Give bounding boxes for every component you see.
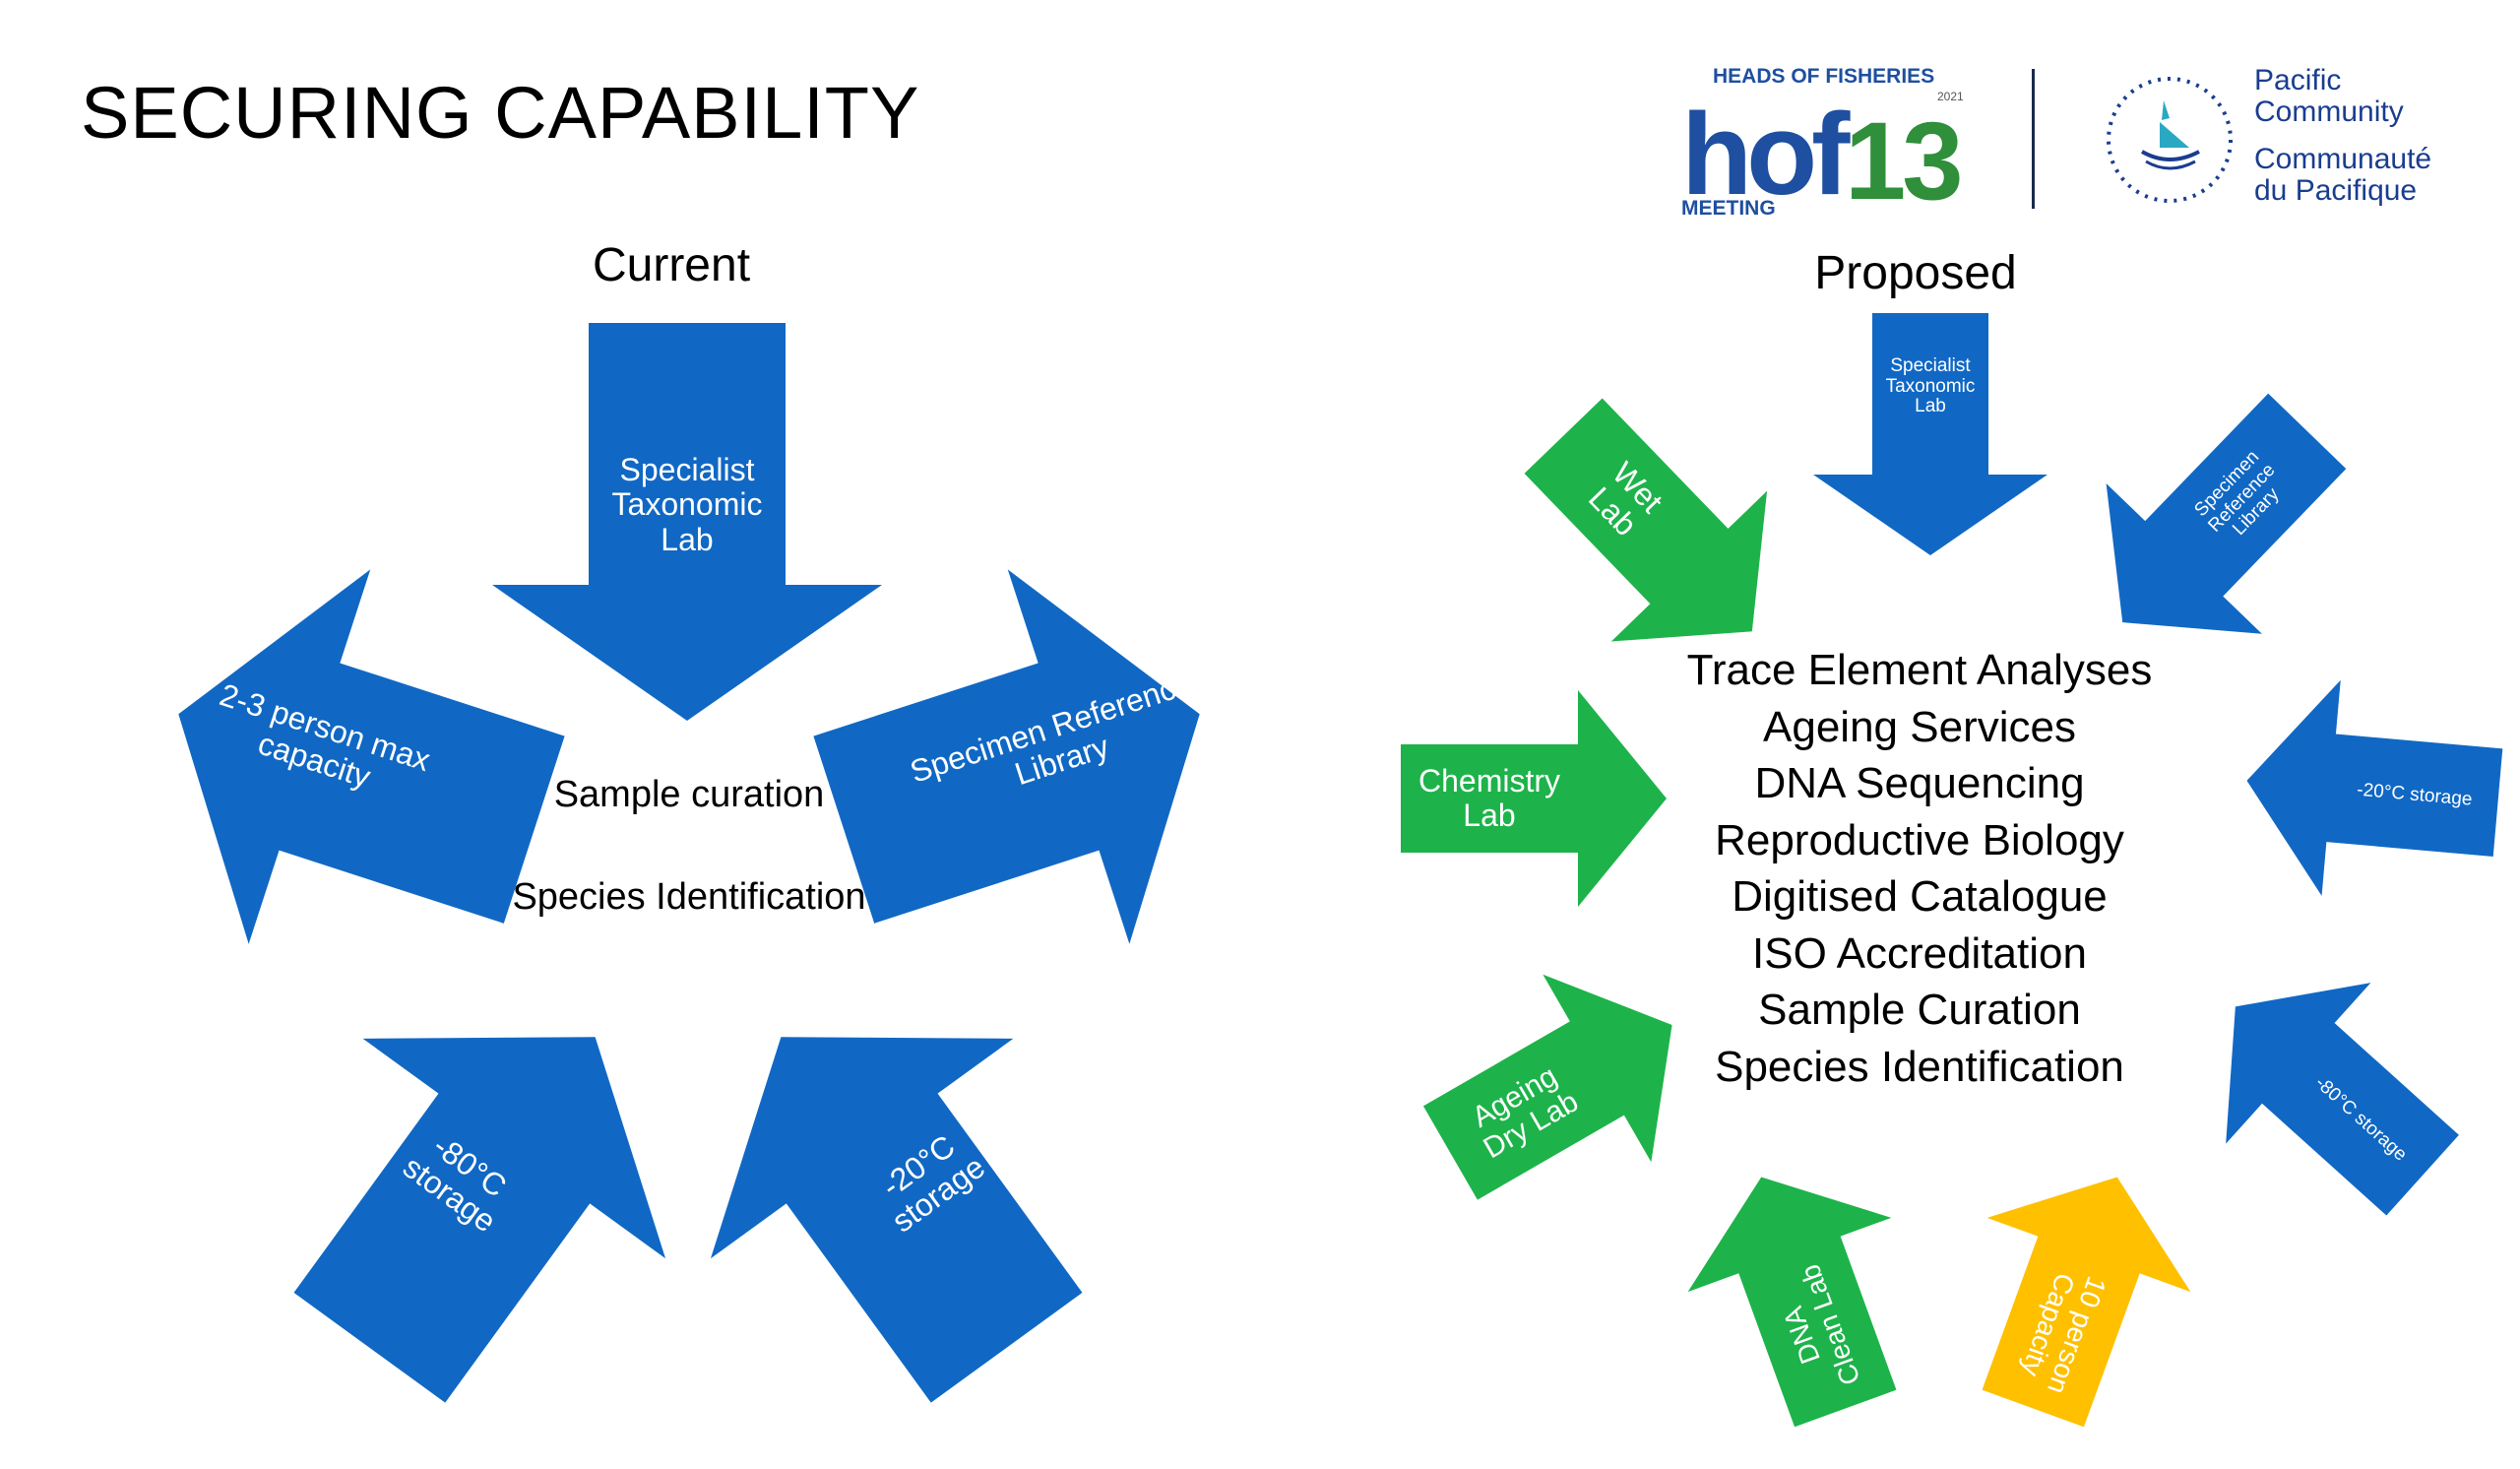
proposed-arrow-wet-lab: Wet Lab bbox=[1485, 360, 1830, 706]
proposed-arrow-10-person-capacity: 10 person Capacity bbox=[1931, 1140, 2219, 1445]
hof-logo-13-text: 13 bbox=[1845, 99, 1960, 221]
proposed-heading: Proposed bbox=[1814, 247, 2017, 299]
service-item: Trace Element Analyses bbox=[1686, 646, 2153, 694]
spc-name-fr-2: du Pacifique bbox=[2254, 174, 2418, 207]
proposed-arrow-dna-clean-lab: DNA Clean Lab bbox=[1660, 1140, 1947, 1445]
spc-logo: Pacific Community Communauté du Pacifiqu… bbox=[2105, 61, 2459, 219]
service-item: Ageing Services bbox=[1763, 702, 2076, 751]
slide-title: SECURING CAPABILITY bbox=[81, 72, 920, 154]
spc-emblem-icon bbox=[2107, 77, 2233, 203]
current-center-line2: Species Identification bbox=[512, 876, 866, 918]
hof-logo-bottom-text: MEETING bbox=[1681, 197, 1776, 220]
proposed-arrow-taxonomic-lab: Specialist Taxonomic Lab bbox=[1813, 313, 2048, 555]
service-item: Sample Curation bbox=[1758, 986, 2081, 1034]
proposed-arrow-minus20-storage: -20°C storage bbox=[2237, 672, 2507, 910]
proposed-arrow-minus80-storage: -80°C storage bbox=[2163, 926, 2494, 1256]
current-arrow-person-capacity bbox=[117, 527, 595, 1017]
current-arrow-minus80-storage bbox=[219, 927, 747, 1458]
current-arrow-minus20-storage bbox=[630, 927, 1159, 1458]
current-arrow-label: Specialist Taxonomic Lab bbox=[611, 452, 763, 557]
proposed-services-list: Trace Element Analyses Ageing Services D… bbox=[1664, 642, 2175, 1095]
hof13-logo: HEADS OF FISHERIES 2021 hof 13 MEETING bbox=[1679, 61, 1979, 223]
current-heading: Current bbox=[592, 239, 751, 291]
service-item: ISO Accreditation bbox=[1752, 928, 2087, 978]
current-arrow-specimen-library bbox=[783, 527, 1260, 1017]
current-center-line1: Sample curation bbox=[553, 774, 825, 815]
proposed-arrow-label: Specialist Taxonomic Lab bbox=[1885, 354, 1976, 417]
current-arrow-taxonomic-lab: Specialist Taxonomic Lab bbox=[492, 323, 882, 721]
hof-logo-top-text: HEADS OF FISHERIES bbox=[1713, 65, 1934, 88]
proposed-arrow-chemistry-lab: Chemistry Lab bbox=[1401, 690, 1667, 907]
hof-logo-year: 2021 bbox=[1937, 90, 1964, 103]
spc-name-en-1: Pacific bbox=[2254, 64, 2342, 96]
service-item: Reproductive Biology bbox=[1715, 815, 2124, 864]
proposed-arrow-specimen-library: Specimen Reference Library bbox=[2045, 355, 2385, 697]
service-item: DNA Sequencing bbox=[1754, 759, 2085, 807]
logo-divider bbox=[2032, 69, 2035, 209]
proposed-arrow-label: Chemistry Lab bbox=[1418, 762, 1560, 833]
service-item: Species Identification bbox=[1715, 1042, 2124, 1091]
proposed-arrow-ageing-dry-lab: Ageing Dry Lab bbox=[1396, 931, 1726, 1247]
service-item: Digitised Catalogue bbox=[1732, 872, 2108, 921]
current-arrow-shape bbox=[492, 323, 882, 721]
spc-name-en-2: Community bbox=[2254, 96, 2404, 128]
proposed-arrow-label: -20°C storage bbox=[2356, 779, 2474, 810]
spc-name-fr-1: Communauté bbox=[2254, 143, 2432, 175]
hof-logo-hof-text: hof bbox=[1681, 90, 1851, 220]
